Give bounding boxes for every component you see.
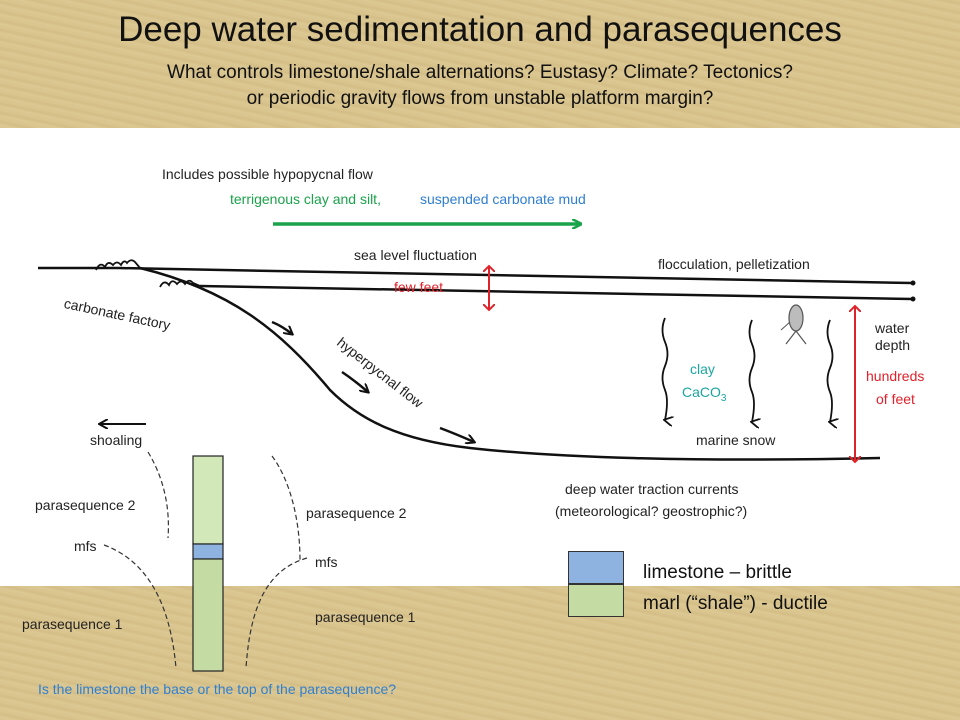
legend-marl-swatch <box>568 584 624 617</box>
flocculation-label: flocculation, pelletization <box>658 256 810 272</box>
legend-marl-label: marl (“shale”) - ductile <box>643 593 828 614</box>
sea-surface-line <box>38 266 913 285</box>
parasequence-2-left-label: parasequence 2 <box>35 497 136 513</box>
diagram-area <box>0 128 960 586</box>
column-lower-marl <box>192 558 224 672</box>
mfs-left-label: mfs <box>74 538 97 554</box>
right-trend-curve-upper <box>271 455 301 561</box>
slope-profile <box>139 266 881 461</box>
deep-water-label-1: deep water traction currents <box>565 481 739 497</box>
column-upper-marl <box>192 455 224 545</box>
question-text: Is the limestone the base or the top of … <box>38 681 397 697</box>
legend-limestone-swatch <box>568 551 624 584</box>
hundreds-label: hundreds <box>866 368 925 384</box>
water-label: water <box>875 320 910 336</box>
marine-snow-arrow-2 <box>748 319 755 422</box>
flow-arrow-2 <box>341 370 368 392</box>
column-limestone-bed <box>192 543 224 560</box>
lower-sea-level-dot <box>910 296 916 302</box>
left-trend-curve-upper <box>147 451 169 539</box>
header-band <box>0 0 960 128</box>
parasequence-1-left-label: parasequence 1 <box>22 616 123 632</box>
left-trend-curve-lower <box>103 544 177 669</box>
caco3-label: CaCO3 <box>682 384 727 404</box>
lower-sea-level-line <box>199 284 913 301</box>
reef-bumps-lower <box>159 279 201 288</box>
subtitle-line-2: or periodic gravity flows from unstable … <box>246 88 714 109</box>
hypopycnal-label: Includes possible hypopycnal flow <box>162 166 373 182</box>
sea-surface-dot <box>910 280 916 286</box>
depth-label: depth <box>875 337 911 353</box>
parasequence-1-right-label: parasequence 1 <box>315 609 416 625</box>
terrigenous-label: terrigenous clay and silt, <box>230 191 381 207</box>
sea-level-label: sea level fluctuation <box>354 247 477 263</box>
few-feet-label: few feet <box>394 279 444 295</box>
marine-snow-arrow-1 <box>661 317 668 420</box>
shoaling-label: shoaling <box>90 432 143 448</box>
flow-arrow-3 <box>439 426 474 442</box>
marine-snow-label: marine snow <box>696 432 776 448</box>
plankton-icon <box>780 304 807 345</box>
suspended-label: suspended carbonate mud <box>420 191 586 207</box>
parasequence-2-right-label: parasequence 2 <box>306 505 407 521</box>
reef-bumps <box>95 259 141 271</box>
legend-limestone-label: limestone – brittle <box>643 562 792 583</box>
of-feet-label: of feet <box>876 391 915 407</box>
footer-band <box>0 586 960 720</box>
page-title: Deep water sedimentation and parasequenc… <box>118 10 842 49</box>
mfs-right-label: mfs <box>315 554 338 570</box>
deep-water-label-2: (meteorological? geostrophic?) <box>555 503 748 519</box>
marine-snow-arrow-3 <box>826 319 833 422</box>
subtitle-line-1: What controls limestone/shale alternatio… <box>167 62 793 83</box>
clay-label: clay <box>690 361 715 377</box>
right-trend-curve-lower <box>245 557 308 669</box>
flow-arrow-1 <box>271 320 292 334</box>
